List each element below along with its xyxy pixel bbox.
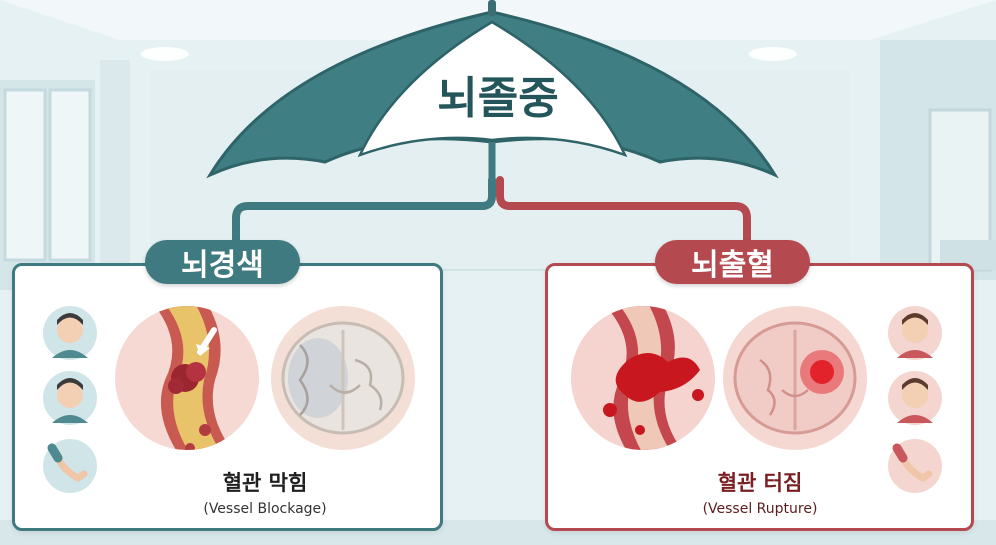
- patient-face-icon: [888, 306, 942, 360]
- patient-face-icon: [888, 371, 942, 425]
- ischemic-caption-en: (Vessel Blockage): [135, 501, 395, 517]
- hemorrhagic-caption: 혈관 터짐 (Vessel Rupture): [630, 467, 890, 517]
- ruptured-vessel-illustration: [571, 300, 715, 470]
- arm-weakness-icon: [888, 439, 942, 493]
- hemorrhagic-caption-en: (Vessel Rupture): [630, 501, 890, 517]
- hemorrhagic-caption-ko: 혈관 터짐: [630, 467, 890, 497]
- ischemic-caption: 혈관 막힘 (Vessel Blockage): [135, 467, 395, 517]
- hemorrhagic-brain-illustration: [723, 306, 867, 450]
- ischemic-caption-ko: 혈관 막힘: [135, 467, 395, 497]
